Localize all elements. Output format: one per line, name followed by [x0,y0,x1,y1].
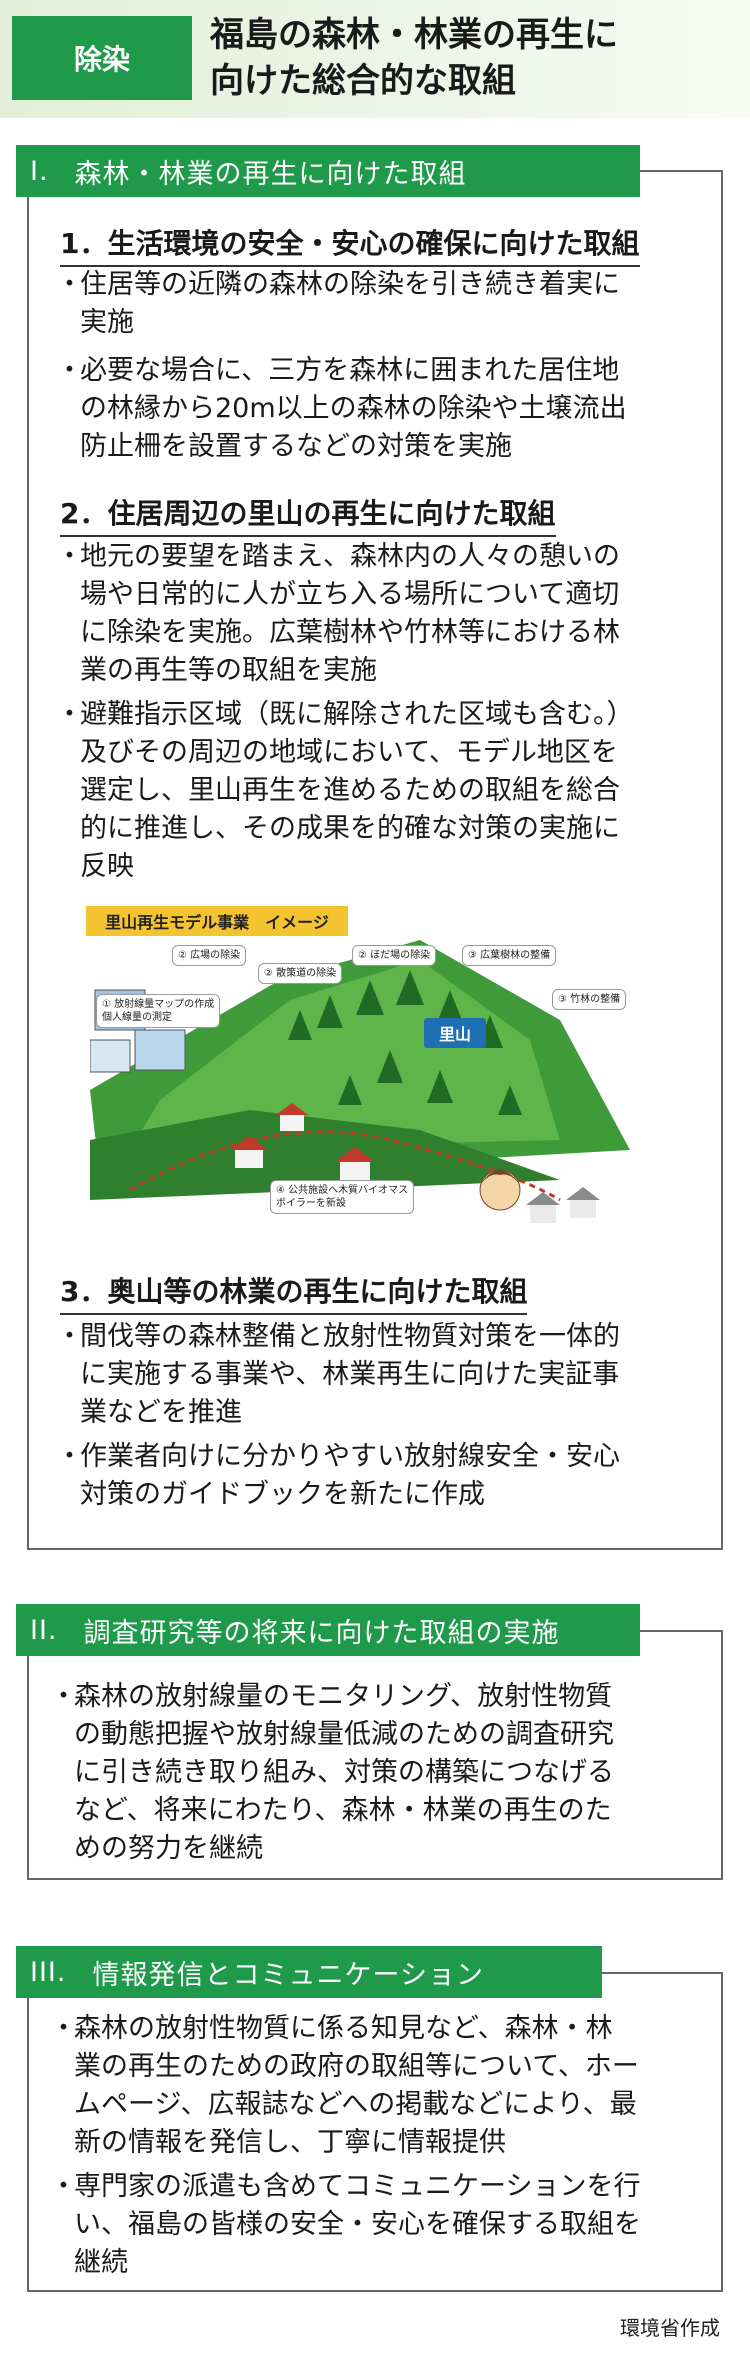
bullet-line: など、将来にわたり、森林・林業の再生のた [74,1795,612,1826]
section2-title: 調査研究等の将来に向けた取組の実施 [83,1617,560,1649]
bullet-line: 業などを推進 [80,1397,242,1428]
callout-line: ボイラーを新設 [276,1198,346,1209]
section3-header: III. 情報発信とコミュニケーション [16,1946,602,1998]
page-title: 福島の森林・林業の再生に 向けた総合的な取組 [210,12,730,104]
bullet-line: 的に推進し、その成果を的確な対策の実施に [80,813,620,844]
section1-number: I. [30,155,49,187]
callout-line: ① 放射線量マップの作成 [102,999,215,1010]
footpath [129,1130,561,1202]
page-title-line2: 向けた総合的な取組 [210,61,516,101]
bullet-mark: ・ [50,2171,77,2202]
bullet-line: ムページ、広報誌などへの掲載などにより、最 [74,2089,637,2120]
bullet-line: 業の再生等の取組を実施 [80,655,377,686]
callout-line: 個人線量の測定 [102,1012,172,1023]
bullet-line: 住居等の近隣の森林の除染を引き続き着実に [80,269,620,300]
callout-hodaba: ② ほだ場の除染 [352,945,437,966]
bullet-line: 反映 [80,851,134,882]
bullet-line: 防止柵を設置するなどの対策を実施 [80,431,512,462]
callout-broadleaf: ③ 広葉樹林の整備 [462,945,557,966]
section1-header: I. 森林・林業の再生に向けた取組 [16,145,640,197]
sub1-title: 1．生活環境の安全・安心の確保に向けた取組 [60,222,640,267]
satoyama-illustration [90,940,630,1223]
bullet-line: 地元の要望を踏まえ、森林内の人々の憩いの [80,541,620,572]
bullet-line: 実施 [80,307,134,338]
bullet-line: に実施する事業や、林業再生に向けた実証事 [80,1359,620,1390]
section2-number: II. [30,1614,58,1646]
sub2-bullet-1: ・ 地元の要望を踏まえ、森林内の人々の憩いの 場や日常的に人が立ち入る場所につい… [56,538,620,690]
bullet-mark: ・ [56,355,83,386]
callout-bamboo: ③ 竹林の整備 [552,989,627,1010]
section1-title: 森林・林業の再生に向けた取組 [74,158,467,190]
satoyama-label: 里山 [424,1018,486,1048]
bullet-line: 選定し、里山再生を進めるための取組を総合 [80,775,620,806]
illustration-banner: 里山再生モデル事業 イメージ [86,906,348,936]
bullet-mark: ・ [50,1681,77,1712]
callout-biomass: ④ 公共施設へ木質バイオマス ボイラーを新設 [270,1180,415,1214]
bullet-mark: ・ [56,269,83,300]
character-hair [480,1170,520,1185]
bullet-mark: ・ [56,699,83,730]
bullet-line: に除染を実施。広葉樹林や竹林等における林 [80,617,620,648]
callout-plaza: ② 広場の除染 [172,945,247,966]
bullet-line: 場や日常的に人が立ち入る場所について適切 [80,579,620,610]
sub3-title: 3．奥山等の林業の再生に向けた取組 [60,1270,528,1315]
bullet-line: い、福島の皆様の安全・安心を確保する取組を [74,2209,641,2240]
mountain-front [90,1110,560,1200]
trees [288,970,522,1115]
bullet-mark: ・ [56,1321,83,1352]
section3-bullet-1: ・ 森林の放射性物質に係る知見など、森林・林 業の再生のための政府の取組等につい… [50,2010,639,2162]
bullet-line: 森林の放射性物質に係る知見など、森林・林 [74,2013,613,2044]
bullet-line: 森林の放射線量のモニタリング、放射性物質 [74,1681,613,1712]
section2-bullet-1: ・ 森林の放射線量のモニタリング、放射性物質 の動態把握や放射線量低減のための調… [50,1678,614,1868]
bullet-line: 必要な場合に、三方を森林に囲まれた居住地 [80,355,620,386]
bullet-line: 継続 [74,2247,128,2278]
callout-trail: ② 散策道の除染 [258,963,343,984]
section3-bullet-2: ・ 専門家の派遣も含めてコミュニケーションを行 い、福島の皆様の安全・安心を確保… [50,2168,641,2282]
sub2-title: 2．住居周辺の里山の再生に向けた取組 [60,492,556,537]
bullet-line: 専門家の派遣も含めてコミュニケーションを行 [74,2171,641,2202]
character-face [479,1169,521,1211]
section2-header: II. 調査研究等の将来に向けた取組の実施 [16,1604,640,1656]
section3-number: III. [30,1956,67,1988]
bullet-mark: ・ [50,2013,77,2044]
bullet-line: に引き続き取り組み、対策の構築につなげる [74,1757,614,1788]
section1-box [27,170,723,1550]
sub3-bullet-1: ・ 間伐等の森林整備と放射性物質対策を一体的 に実施する事業や、林業再生に向けた… [56,1318,620,1432]
bullet-line: 対策のガイドブックを新たに作成 [80,1479,485,1510]
bullet-line: の林縁から20m以上の森林の除染や土壌流出 [80,393,627,424]
page-header: 除染 福島の森林・林業の再生に 向けた総合的な取組 [0,0,750,118]
section2-box [27,1630,723,1880]
sub1-bullet-1: ・ 住居等の近隣の森林の除染を引き続き着実に 実施 [56,266,620,342]
bullet-line: 新の情報を発信し、丁寧に情報提供 [74,2127,506,2158]
bullet-line: 及びその周辺の地域において、モデル地区を [80,737,618,768]
page-title-line1: 福島の森林・林業の再生に [210,15,618,55]
sub3-bullet-2: ・ 作業者向けに分かりやすい放射線安全・安心 対策のガイドブックを新たに作成 [56,1438,620,1514]
bullet-line: 作業者向けに分かりやすい放射線安全・安心 [80,1441,620,1472]
footer-credit: 環境省作成 [620,2316,720,2340]
bullet-mark: ・ [56,1441,83,1472]
bullet-line: 避難指示区域（既に解除された区域も含む。） [80,699,634,730]
sub2-bullet-2: ・ 避難指示区域（既に解除された区域も含む。） 及びその周辺の地域において、モデ… [56,696,634,886]
category-tag: 除染 [12,16,192,100]
bullet-line: 業の再生のための政府の取組等について、ホー [74,2051,639,2082]
sub1-bullet-2: ・ 必要な場合に、三方を森林に囲まれた居住地 の林縁から20m以上の森林の除染や… [56,352,627,466]
callout-radiation-map: ① 放射線量マップの作成 個人線量の測定 [96,994,221,1028]
bullet-line: の動態把握や放射線量低減のための調査研究 [74,1719,614,1750]
callout-line: ④ 公共施設へ木質バイオマス [276,1185,409,1196]
houses [230,1103,600,1223]
bullet-line: めの努力を継続 [74,1833,263,1864]
bullet-mark: ・ [56,541,83,572]
section3-title: 情報発信とコミュニケーション [92,1959,484,1991]
section3-box [27,1972,723,2292]
bullet-line: 間伐等の森林整備と放射性物質対策を一体的 [80,1321,620,1352]
